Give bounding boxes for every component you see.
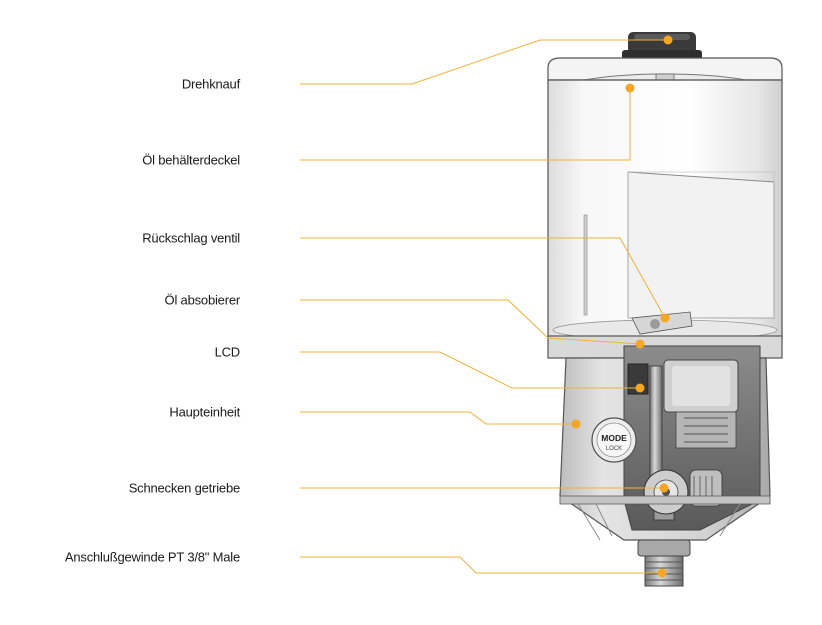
- marker-dot-lcd: [635, 383, 645, 393]
- label-haupteinheit: Haupteinheit: [169, 404, 240, 420]
- label-drehknauf: Drehknauf: [181, 76, 240, 92]
- marker-dot-oel-behaelterdeckel: [625, 83, 635, 93]
- leader-line-drehknauf: [300, 39, 668, 85]
- leader-lines: [300, 35, 673, 578]
- lock-button-label: LOCK: [606, 446, 622, 452]
- marker-dot-schnecken-getriebe: [659, 483, 669, 493]
- main-unit-part: MODE LOCK: [547, 335, 783, 541]
- label-schnecken-getriebe: Schnecken getriebe: [128, 480, 241, 496]
- leader-line-lcd: [300, 351, 640, 389]
- marker-dot-haupteinheit: [571, 419, 581, 429]
- leader-line-anschlussgewinde: [300, 556, 662, 574]
- marker-dot-drehknauf: [663, 35, 673, 45]
- mode-button-label: MODE: [601, 433, 627, 443]
- label-anschlussgewinde: Anschlußgewinde PT 3/8" Male: [64, 549, 240, 565]
- marker-dot-oel-absobierer: [635, 339, 645, 349]
- leader-line-haupteinheit: [300, 411, 576, 425]
- leader-line-oel-behaelterdeckel: [300, 88, 631, 161]
- marker-dot-anschlussgewinde: [657, 568, 667, 578]
- fitting-part: [637, 539, 691, 587]
- label-oel-behaelterdeckel: Öl behälterdeckel: [142, 152, 240, 168]
- knob-part: [622, 32, 702, 60]
- leader-line-rueckschlag-ventil: [300, 237, 666, 319]
- label-oel-absobierer: Öl absobierer: [164, 292, 241, 308]
- label-lcd: LCD: [214, 344, 241, 360]
- leader-line-oel-absobierer: [300, 299, 641, 345]
- reservoir-part: [547, 79, 783, 346]
- label-rueckschlag-ventil: Rückschlag ventil: [142, 230, 240, 246]
- marker-dot-rueckschlag-ventil: [660, 313, 670, 323]
